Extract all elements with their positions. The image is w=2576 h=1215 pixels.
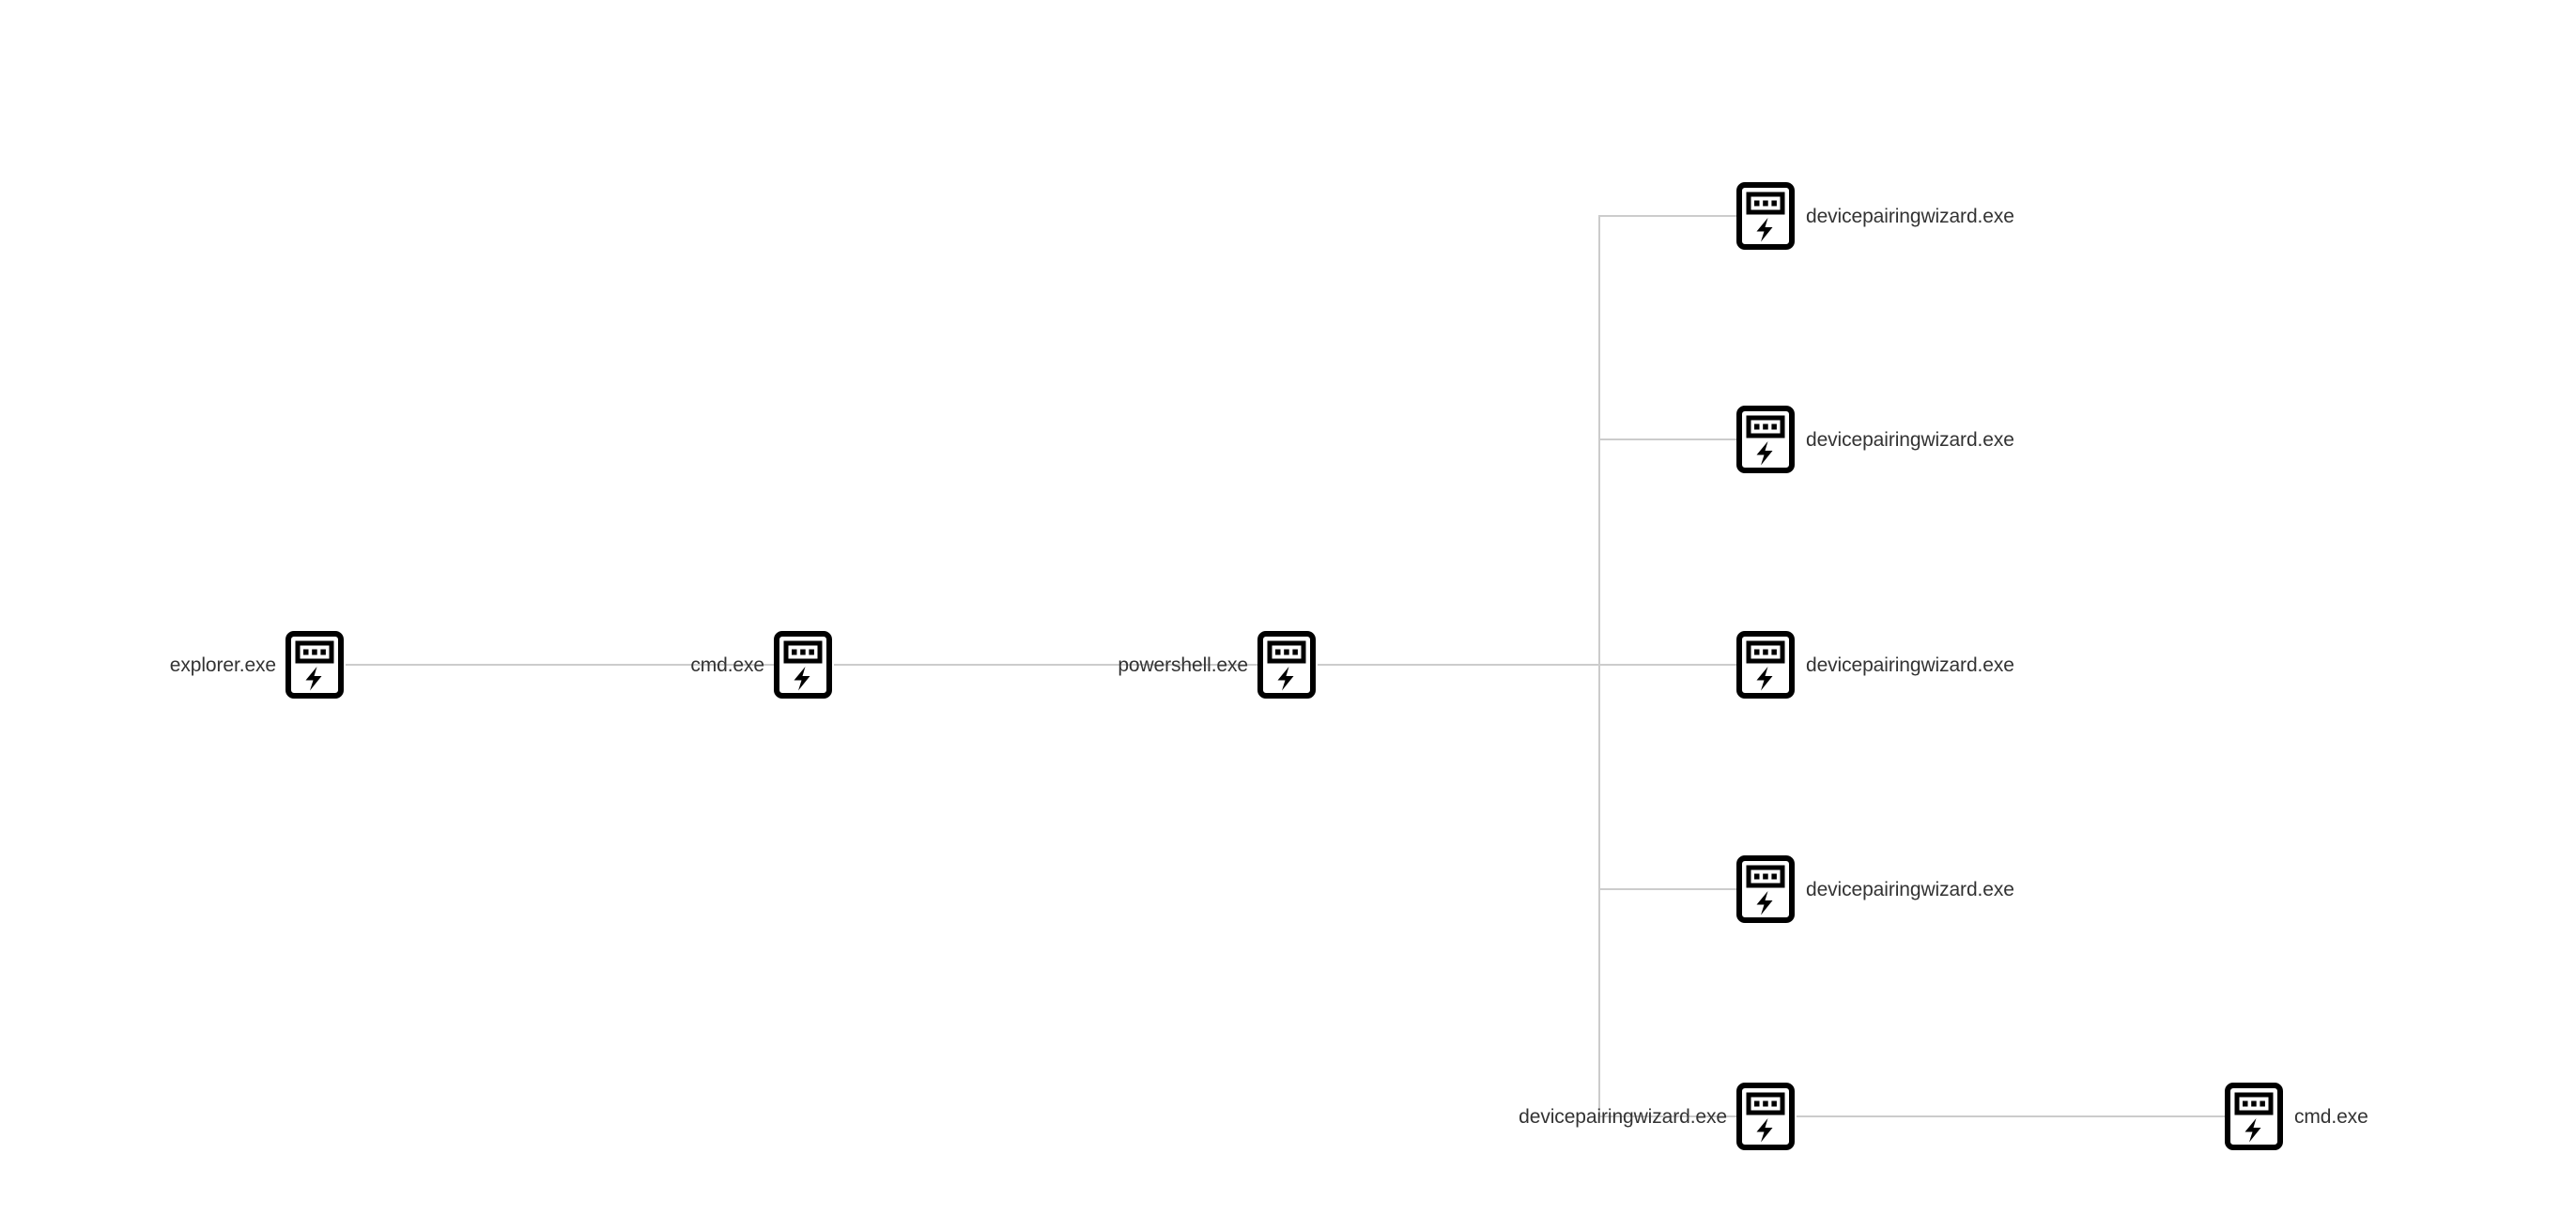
process-node-dpw1[interactable]: devicepairingwizard.exe xyxy=(1735,182,2014,250)
process-node-label: devicepairingwizard.exe xyxy=(1519,1105,1727,1128)
process-node-powershell[interactable]: powershell.exe xyxy=(1118,631,1317,699)
process-node-dpw3[interactable]: devicepairingwizard.exe xyxy=(1735,631,2014,699)
process-executable-icon[interactable] xyxy=(285,631,345,699)
process-executable-icon[interactable] xyxy=(2224,1083,2284,1150)
process-executable-icon[interactable] xyxy=(1735,406,1796,473)
process-executable-icon[interactable] xyxy=(1735,631,1796,699)
process-executable-icon[interactable] xyxy=(1735,855,1796,923)
process-node-label: powershell.exe xyxy=(1118,654,1248,676)
process-node-cmd1[interactable]: cmd.exe xyxy=(690,631,833,699)
process-executable-icon[interactable] xyxy=(1257,631,1317,699)
process-executable-icon[interactable] xyxy=(1735,1083,1796,1150)
process-node-cmd2[interactable]: cmd.exe xyxy=(2224,1083,2368,1150)
edge-powershell-to-dpw5 xyxy=(1598,665,1738,1117)
process-executable-icon[interactable] xyxy=(1735,182,1796,250)
process-node-label: devicepairingwizard.exe xyxy=(1806,654,2014,676)
process-node-label: cmd.exe xyxy=(2294,1105,2368,1128)
process-executable-icon[interactable] xyxy=(773,631,833,699)
process-node-dpw5[interactable]: devicepairingwizard.exe xyxy=(1519,1083,1796,1150)
process-node-label: cmd.exe xyxy=(690,654,764,676)
edge-powershell-to-dpw2 xyxy=(1598,438,1738,665)
process-node-label: devicepairingwizard.exe xyxy=(1806,878,2014,900)
process-node-explorer[interactable]: explorer.exe xyxy=(170,631,345,699)
process-node-label: explorer.exe xyxy=(169,654,276,676)
process-node-dpw2[interactable]: devicepairingwizard.exe xyxy=(1735,406,2014,473)
process-node-label: devicepairingwizard.exe xyxy=(1806,428,2014,451)
process-node-label: devicepairingwizard.exe xyxy=(1806,205,2014,227)
edge-powershell-to-dpw1 xyxy=(1598,215,1738,665)
edge-powershell-to-dpw4 xyxy=(1598,665,1738,890)
process-node-dpw4[interactable]: devicepairingwizard.exe xyxy=(1735,855,2014,923)
